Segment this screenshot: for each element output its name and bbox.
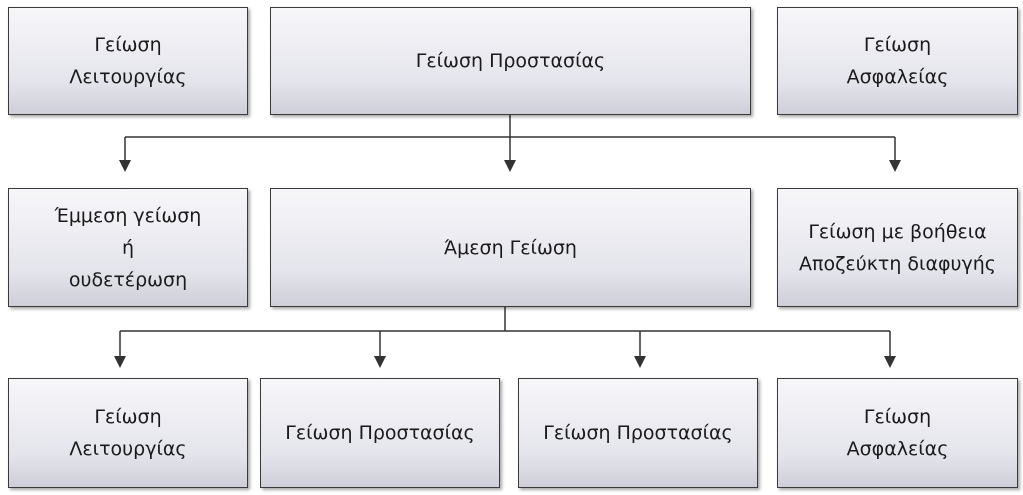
arrow-down-icon bbox=[634, 356, 646, 368]
box-protective-grounding-top: Γείωση Προστασίας bbox=[270, 7, 751, 115]
box-safety-grounding-top: Γείωση Ασφαλείας bbox=[777, 7, 1018, 115]
box-text-line: Γείωση bbox=[863, 406, 932, 428]
box-text-line: ή bbox=[121, 236, 135, 259]
box-safety-grounding-bottom: Γείωση Ασφαλείας bbox=[777, 378, 1018, 488]
arrow-down-icon bbox=[504, 160, 516, 172]
box-text-line: ουδετέρωση bbox=[68, 268, 188, 291]
box-functional-grounding-bottom: Γείωση Λειτουργίας bbox=[8, 378, 248, 488]
box-protective-grounding-bottom-2: Γείωση Προστασίας bbox=[518, 378, 758, 488]
box-text-line: Γείωση bbox=[863, 34, 932, 56]
box-text-line: Γείωση bbox=[94, 34, 162, 56]
box-text-line: Λειτουργίας bbox=[69, 438, 187, 460]
box-text-line: Άμεση Γείωση bbox=[444, 236, 577, 259]
box-text-line: Γείωση Προστασίας bbox=[543, 422, 733, 444]
box-text-line: Λειτουργίας bbox=[69, 66, 187, 88]
box-text-line: Γείωση Προστασίας bbox=[285, 422, 475, 444]
box-text-line: Γείωση Προστασίας bbox=[415, 50, 606, 72]
box-direct-grounding: Άμεση Γείωση bbox=[270, 188, 751, 307]
box-text-line: Ασφαλείας bbox=[846, 66, 949, 88]
arrow-down-icon bbox=[119, 160, 131, 172]
box-text-line: Ασφαλείας bbox=[846, 438, 949, 460]
box-text-line: Γείωση bbox=[94, 406, 162, 428]
arrow-down-icon bbox=[884, 356, 896, 368]
box-text-line: Γείωση με βοήθεια bbox=[808, 220, 987, 243]
box-protective-grounding-bottom-1: Γείωση Προστασίας bbox=[260, 378, 500, 488]
box-rcd-grounding: Γείωση με βοήθεια Αποζεύκτη διαφυγής bbox=[777, 188, 1018, 307]
box-text-line: Έμμεση γείωση bbox=[54, 204, 202, 227]
box-indirect-grounding: Έμμεση γείωση ή ουδετέρωση bbox=[8, 188, 248, 307]
box-functional-grounding-top: Γείωση Λειτουργίας bbox=[8, 7, 248, 115]
box-text-line: Αποζεύκτη διαφυγής bbox=[799, 252, 996, 275]
arrow-down-icon bbox=[889, 160, 901, 172]
arrow-down-icon bbox=[374, 356, 386, 368]
arrow-down-icon bbox=[114, 356, 126, 368]
